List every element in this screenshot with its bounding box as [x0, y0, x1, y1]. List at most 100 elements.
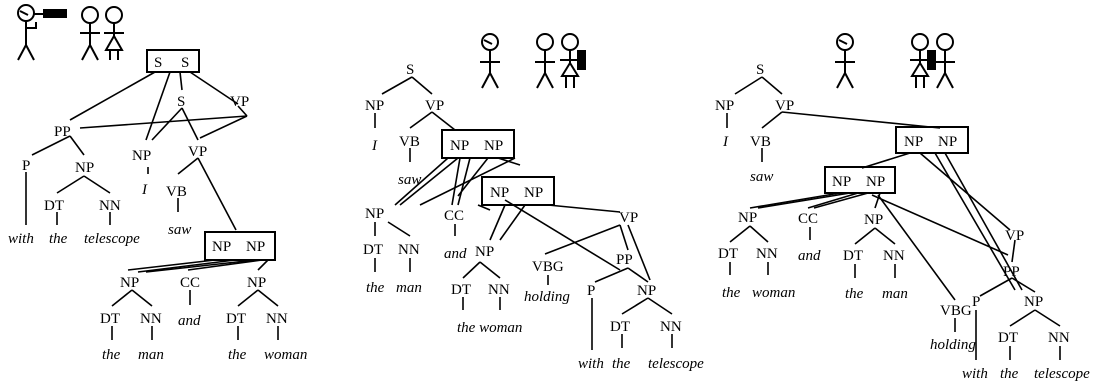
node-nn: NN	[756, 246, 778, 262]
node-dt: DT	[998, 330, 1018, 346]
word: telescope	[648, 356, 704, 372]
node-np: NP	[490, 185, 509, 201]
woman-icon	[910, 33, 930, 88]
word: with	[962, 366, 988, 382]
node-s: S	[756, 62, 764, 78]
node-p: P	[22, 158, 30, 174]
node-np: NP	[864, 212, 883, 228]
node-np: NP	[132, 148, 151, 164]
node-pp: PP	[54, 124, 71, 140]
tree-node-labels: S S S VP PP P NP NP VP DT NN VB NP NP NP…	[22, 55, 288, 327]
word: I	[722, 134, 729, 150]
node-p: P	[972, 294, 980, 310]
node-vbg: VBG	[940, 303, 972, 319]
node-np: NP	[75, 160, 94, 176]
man-icon	[535, 33, 555, 89]
panel-1: S S S VP PP P NP NP VP DT NN VB NP NP NP…	[8, 4, 307, 363]
ambiguity-box-np-1	[895, 126, 969, 154]
ambiguity-box-np-2	[481, 176, 555, 206]
word: the	[1000, 366, 1019, 382]
man-holding-telescope-icon	[927, 33, 955, 89]
person-icon	[480, 33, 500, 89]
word: I	[141, 182, 148, 198]
word: and	[178, 313, 201, 329]
node-vp: VP	[1005, 228, 1024, 244]
node-vp: VP	[775, 98, 794, 114]
word: man	[138, 347, 164, 363]
node-p: P	[587, 283, 595, 299]
ambiguity-box-np-2	[824, 166, 896, 194]
tree-edges	[374, 76, 673, 350]
word: the	[49, 231, 68, 247]
word: the	[366, 280, 385, 296]
node-dt: DT	[363, 242, 383, 258]
word: the woman	[457, 320, 522, 336]
word: the	[722, 285, 741, 301]
man-icon	[80, 6, 100, 61]
tree-node-labels: S NP VP VB NP NP NP NP NP CC NP DT NN DT…	[715, 62, 1070, 346]
node-np: NP	[738, 210, 757, 226]
node-cc: CC	[444, 208, 464, 224]
tree-leaf-words: I saw and the man the woman holding with…	[366, 138, 704, 372]
node-vp: VP	[425, 98, 444, 114]
person-with-telescope-icon	[17, 4, 67, 61]
word: saw	[750, 169, 773, 185]
node-np: NP	[484, 138, 503, 154]
node-vb: VB	[166, 184, 187, 200]
tree-leaf-words: I saw the woman and the man holding with…	[722, 134, 1090, 382]
word: with	[578, 356, 604, 372]
node-dt: DT	[226, 311, 246, 327]
node-nn: NN	[140, 311, 162, 327]
word: saw	[168, 222, 191, 238]
node-dt: DT	[610, 319, 630, 335]
node-nn: NN	[266, 311, 288, 327]
node-dt: DT	[718, 246, 738, 262]
node-nn: NN	[1048, 330, 1070, 346]
node-pp: PP	[1003, 264, 1020, 280]
node-np: NP	[247, 275, 266, 291]
panel-2: S NP VP VB NP NP NP NP NP CC VP DT NN NP…	[363, 33, 704, 372]
node-np: NP	[938, 134, 957, 150]
node-np: NP	[832, 174, 851, 190]
node-np: NP	[246, 239, 265, 255]
word: I	[371, 138, 378, 154]
node-vb: VB	[750, 134, 771, 150]
word: and	[444, 246, 467, 262]
node-dt: DT	[843, 248, 863, 264]
node-np: NP	[637, 283, 656, 299]
word: and	[798, 248, 821, 264]
tree-edges	[726, 76, 1061, 360]
node-np: NP	[715, 98, 734, 114]
node-vbg: VBG	[532, 259, 564, 275]
node-cc: CC	[798, 211, 818, 227]
ambiguity-box-np	[204, 231, 276, 261]
node-vp: VP	[619, 210, 638, 226]
node-dt: DT	[44, 198, 64, 214]
node-np: NP	[212, 239, 231, 255]
node-np: NP	[904, 134, 923, 150]
node-s: S	[177, 94, 185, 110]
node-dt: DT	[100, 311, 120, 327]
node-np: NP	[365, 98, 384, 114]
node-np: NP	[524, 185, 543, 201]
node-vp: VP	[188, 144, 207, 160]
node-np: NP	[450, 138, 469, 154]
word: telescope	[1034, 366, 1090, 382]
node-vb: VB	[399, 134, 420, 150]
node-nn: NN	[398, 242, 420, 258]
node-cc: CC	[180, 275, 200, 291]
tree-edges	[25, 71, 279, 340]
node-nn: NN	[99, 198, 121, 214]
node-np: NP	[365, 206, 384, 222]
tree-leaf-words: with the telescope I saw and the man the…	[8, 182, 307, 363]
node-s: S	[154, 55, 162, 71]
node-nn: NN	[883, 248, 905, 264]
word: man	[882, 286, 908, 302]
word: woman	[264, 347, 307, 363]
node-np: NP	[866, 174, 885, 190]
word: the	[102, 347, 121, 363]
node-vp: VP	[230, 94, 249, 110]
word: holding	[524, 289, 570, 305]
woman-icon	[104, 6, 124, 60]
